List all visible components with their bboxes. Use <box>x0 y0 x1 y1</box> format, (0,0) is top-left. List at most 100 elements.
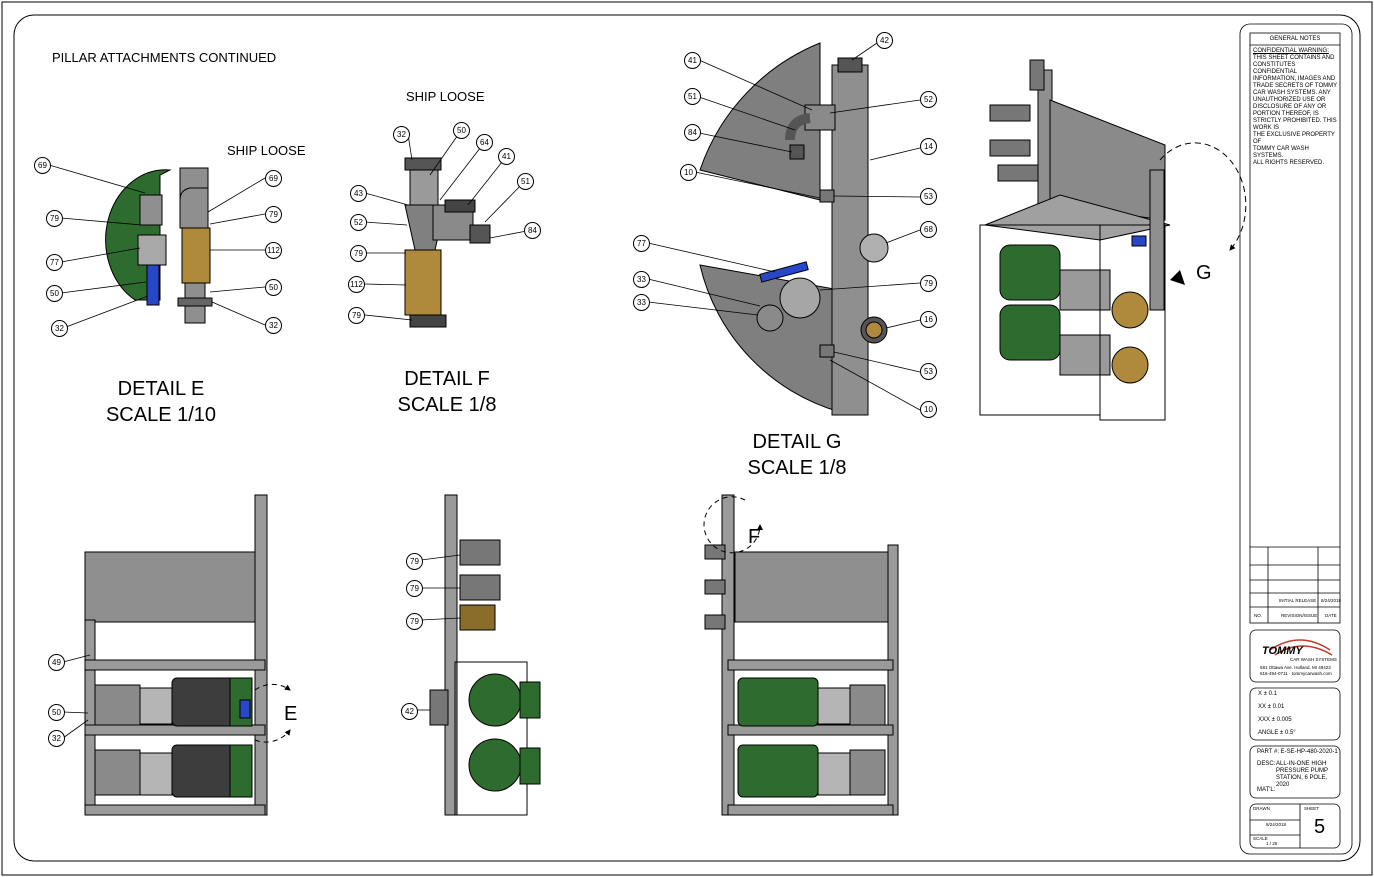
revision-no-header: NO. <box>1254 613 1263 618</box>
balloon: 32 <box>393 126 410 143</box>
drawn-date: 8/24/2018 <box>1266 822 1287 827</box>
balloon: 50 <box>453 122 470 139</box>
balloon: 77 <box>46 254 63 271</box>
view-marker-f: F <box>748 526 761 548</box>
sheet-title: PILLAR ATTACHMENTS CONTINUED <box>52 50 277 65</box>
general-notes-header: GENERAL NOTES <box>1269 36 1321 42</box>
notes-line: ALL RIGHTS RESERVED. <box>1253 160 1325 166</box>
detail-f-drawing <box>364 131 533 328</box>
general-notes-text: CONFIDENTIAL WARNING: THIS SHEET CONTAIN… <box>1253 48 1339 167</box>
tolerance-x: X ± 0.1 <box>1258 691 1277 697</box>
scale-value: 1 / 25 <box>1266 841 1278 846</box>
balloon: 79 <box>920 275 937 292</box>
balloon: 10 <box>920 401 937 418</box>
balloon: 50 <box>46 285 63 302</box>
balloon: 42 <box>401 703 418 720</box>
balloon: 32 <box>265 317 282 334</box>
detail-e-label: DETAIL E SCALE 1/10 <box>96 376 226 428</box>
revision-date: 8/24/2018 <box>1321 598 1342 603</box>
balloon: 33 <box>633 294 650 311</box>
front-view <box>62 494 291 816</box>
notes-line: CAR WASH SYSTEMS. ANY <box>1253 90 1331 96</box>
desc-line: 2020 <box>1276 782 1290 788</box>
detail-g-name: DETAIL G <box>752 431 842 453</box>
scale-label: SCALE <box>1253 836 1268 841</box>
desc-label: DESC: <box>1257 761 1276 767</box>
balloon: 53 <box>920 363 937 380</box>
notes-line: TOMMY CAR WASH SYSTEMS. <box>1253 146 1309 159</box>
balloon: 50 <box>48 704 65 721</box>
ship-loose-label-f: SHIP LOOSE <box>406 89 485 104</box>
detail-f-name: DETAIL F <box>404 368 490 390</box>
isometric-view <box>979 59 1247 421</box>
balloon: 79 <box>348 307 365 324</box>
notes-line: DISCLOSURE OF ANY OR <box>1253 104 1327 110</box>
detail-e-drawing <box>48 164 266 328</box>
sheet-number: 5 <box>1314 816 1326 838</box>
company-logo-subtitle: CAR WASH SYSTEMS <box>1290 657 1337 662</box>
side-view <box>416 494 541 816</box>
balloon: 79 <box>350 245 367 262</box>
desc-line: PRESSURE PUMP <box>1276 768 1329 774</box>
description: ALL-IN-ONE HIGH PRESSURE PUMP STATION, 6… <box>1276 761 1328 789</box>
inner-border <box>13 14 1361 862</box>
balloon: 53 <box>920 188 937 205</box>
tolerance-xx: XX ± 0.01 <box>1258 704 1285 710</box>
detail-e-scale: SCALE 1/10 <box>105 404 217 426</box>
ship-loose-label-e: SHIP LOOSE <box>227 143 306 158</box>
part-number: PART #: E-SE-HP-480-2020-1 <box>1257 749 1338 755</box>
detail-e-name: DETAIL E <box>117 378 205 400</box>
detail-g-drawing <box>647 42 921 416</box>
notes-line: INFORMATION, IMAGES AND <box>1253 76 1336 82</box>
balloon: 43 <box>350 185 367 202</box>
notes-line: THIS SHEET CONTAINS AND <box>1253 55 1335 61</box>
balloon: 79 <box>265 206 282 223</box>
rear-view <box>703 494 899 816</box>
balloon: 84 <box>524 222 541 239</box>
revision-entry: INITIAL RELEASE <box>1279 598 1317 603</box>
balloon: 32 <box>51 320 68 337</box>
revision-issue-header: REVISION/ISSUE <box>1281 613 1318 618</box>
balloon: 79 <box>406 553 423 570</box>
notes-line: TRADE SECRETS OF TOMMY <box>1253 83 1338 89</box>
balloon: 41 <box>684 52 701 69</box>
notes-line: CONFIDENTIAL WARNING: <box>1253 48 1329 54</box>
detail-f-label: DETAIL F SCALE 1/8 <box>382 366 512 418</box>
company-address: 581 Ottawa Ave. Holland, MI 49423 <box>1260 665 1331 670</box>
balloon: 49 <box>48 654 65 671</box>
balloon: 51 <box>517 173 534 190</box>
material-label: MAT'L: <box>1257 787 1276 793</box>
balloon: 52 <box>350 214 367 231</box>
balloon: 79 <box>46 210 63 227</box>
balloon: 41 <box>498 148 515 165</box>
drawn-label: DRAWN <box>1253 806 1270 811</box>
notes-line: PORTION THEREOF, IS <box>1253 111 1319 117</box>
balloon: 52 <box>920 91 937 108</box>
notes-line: STRICTLY PROHIBITED. THIS <box>1253 118 1337 124</box>
balloon: 33 <box>633 271 650 288</box>
title-block-frame <box>1239 23 1353 855</box>
balloon: 64 <box>476 134 493 151</box>
balloon: 69 <box>34 157 51 174</box>
desc-line: STATION, 6 POLE, <box>1276 775 1328 781</box>
balloon: 112 <box>348 276 365 293</box>
detail-g-label: DETAIL G SCALE 1/8 <box>732 429 862 481</box>
tolerance-angle: ANGLE ± 0.5° <box>1258 730 1296 736</box>
balloon: 10 <box>680 164 697 181</box>
balloon: 50 <box>265 279 282 296</box>
balloon: 79 <box>406 580 423 597</box>
balloon: 69 <box>265 170 282 187</box>
balloon: 79 <box>406 613 423 630</box>
view-marker-e: E <box>284 703 298 725</box>
desc-line: ALL-IN-ONE HIGH <box>1276 761 1327 767</box>
detail-g-scale: SCALE 1/8 <box>747 457 847 479</box>
revision-date-header: DATE <box>1325 613 1337 618</box>
balloon: 42 <box>876 32 893 49</box>
notes-line: UNAUTHORIZED USE OR <box>1253 97 1326 103</box>
balloon: 68 <box>920 221 937 238</box>
notes-line: CONSTITUTES CONFIDENTIAL <box>1253 62 1298 75</box>
balloon: 32 <box>48 730 65 747</box>
detail-f-scale: SCALE 1/8 <box>397 394 497 416</box>
balloon: 84 <box>684 124 701 141</box>
